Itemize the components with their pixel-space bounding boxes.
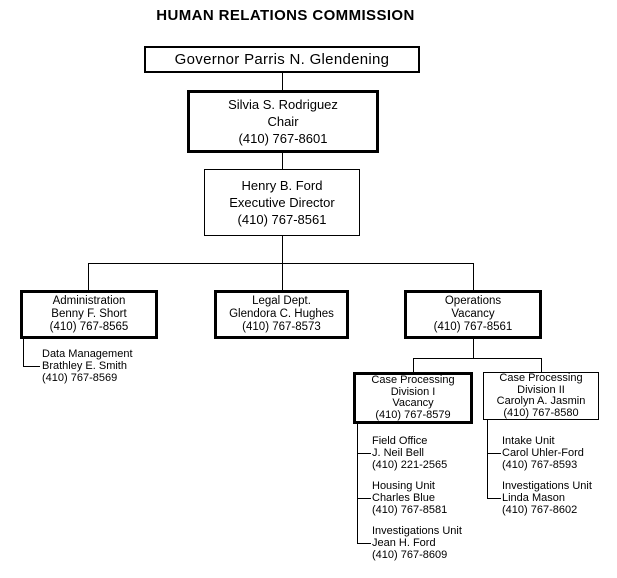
node-operations: Operations Vacancy (410) 767-8561	[404, 290, 542, 339]
connector-drop-operations	[473, 263, 474, 290]
connector-drop-administration	[88, 263, 89, 290]
node-chair-name: Silvia S. Rodriguez	[228, 97, 338, 112]
node-housing-unit-phone: (410) 767-8581	[372, 504, 448, 516]
connector-tick-intake-unit	[487, 453, 501, 454]
node-data-management-phone: (410) 767-8569	[42, 372, 118, 384]
node-operations-phone: (410) 767-8561	[433, 321, 513, 333]
node-investigations1-unit: Investigations Unit	[372, 525, 462, 537]
node-division2-line1: Case Processing	[499, 372, 583, 384]
node-division2-name: Carolyn A. Jasmin	[496, 395, 586, 407]
node-housing-unit: Housing Unit Charles Blue (410) 767-8581	[372, 480, 447, 516]
connector-tick-investigations2	[487, 498, 501, 499]
node-investigations2-unit: Investigations Unit	[502, 480, 592, 492]
node-investigations1-phone: (410) 767-8609	[372, 549, 448, 561]
node-director-title: Executive Director	[229, 195, 335, 210]
node-investigations-unit-div1: Investigations Unit Jean H. Ford (410) 7…	[372, 525, 462, 561]
connector-admin-spine	[23, 339, 24, 366]
connector-operations-drop	[473, 339, 474, 358]
node-legal-person: Glendora C. Hughes	[229, 308, 334, 320]
connector-division2-spine	[487, 420, 488, 498]
connector-tick-data-management	[23, 366, 40, 367]
node-intake-unit-phone: (410) 767-8593	[502, 459, 578, 471]
node-case-processing-division-1: Case Processing Division I Vacancy (410)…	[353, 372, 473, 424]
node-data-management: Data Management Brathley E. Smith (410) …	[42, 348, 133, 384]
node-director-phone: (410) 767-8561	[237, 212, 327, 227]
node-investigations2-name: Linda Mason	[502, 492, 565, 504]
node-legal-phone: (410) 767-8573	[242, 321, 321, 333]
connector-tick-investigations1	[357, 543, 371, 544]
node-intake-unit-name: Carol Uhler-Ford	[502, 447, 584, 459]
connector-drop-division1	[413, 358, 414, 372]
node-administration-dept: Administration	[52, 295, 126, 307]
node-legal-dept: Legal Dept. Glendora C. Hughes (410) 767…	[214, 290, 349, 339]
node-governor: Governor Parris N. Glendening	[144, 46, 420, 73]
node-field-office-phone: (410) 221-2565	[372, 459, 448, 471]
node-field-office: Field Office J. Neil Bell (410) 221-2565	[372, 435, 447, 471]
connector-tick-housing-unit	[357, 498, 371, 499]
node-division1-line1: Case Processing	[371, 374, 455, 386]
node-data-management-unit: Data Management	[42, 348, 133, 360]
node-administration-phone: (410) 767-8565	[49, 321, 129, 333]
node-executive-director: Henry B. Ford Executive Director (410) 7…	[204, 169, 360, 236]
node-housing-unit-name: Charles Blue	[372, 492, 435, 504]
node-investigations2-phone: (410) 767-8602	[502, 504, 578, 516]
node-division2-line2: Division II	[517, 383, 565, 396]
node-legal-dept-name: Legal Dept.	[252, 295, 311, 307]
connector-level3-rail	[88, 263, 474, 264]
node-division2-phone: (410) 767-8580	[503, 406, 579, 419]
node-case-processing-division-2: Case Processing Division II Carolyn A. J…	[483, 372, 599, 420]
node-intake-unit: Intake Unit Carol Uhler-Ford (410) 767-8…	[502, 435, 584, 471]
connector-governor-chair	[282, 73, 283, 90]
node-housing-unit-unit: Housing Unit	[372, 480, 435, 492]
connector-drop-division2	[541, 358, 542, 372]
node-field-office-unit: Field Office	[372, 435, 428, 447]
connector-division1-spine	[357, 424, 358, 543]
node-operations-dept: Operations	[444, 295, 502, 307]
node-chair-phone: (410) 767-8601	[238, 131, 328, 146]
page-title: HUMAN RELATIONS COMMISSION	[156, 7, 415, 24]
node-investigations1-name: Jean H. Ford	[372, 537, 436, 549]
node-data-management-name: Brathley E. Smith	[42, 360, 127, 372]
node-investigations-unit-div2: Investigations Unit Linda Mason (410) 76…	[502, 480, 592, 516]
node-administration-name: Benny F. Short	[51, 308, 127, 320]
node-operations-name: Vacancy	[451, 308, 495, 320]
node-intake-unit-unit: Intake Unit	[502, 435, 555, 447]
node-governor-title: Governor Parris N. Glendening	[174, 51, 390, 68]
node-division1-line3: Vacancy	[392, 397, 434, 409]
node-chair: Silvia S. Rodriguez Chair (410) 767-8601	[187, 90, 379, 153]
connector-chair-director	[282, 153, 283, 169]
connector-case-rail	[413, 358, 542, 359]
node-director-name: Henry B. Ford	[241, 178, 323, 193]
node-division1-phone: (410) 767-8579	[375, 408, 451, 421]
node-field-office-name: J. Neil Bell	[372, 447, 424, 459]
connector-tick-field-office	[357, 453, 371, 454]
node-division1-line2: Division I	[390, 385, 436, 398]
node-chair-title: Chair	[267, 114, 299, 129]
node-administration: Administration Benny F. Short (410) 767-…	[20, 290, 158, 339]
